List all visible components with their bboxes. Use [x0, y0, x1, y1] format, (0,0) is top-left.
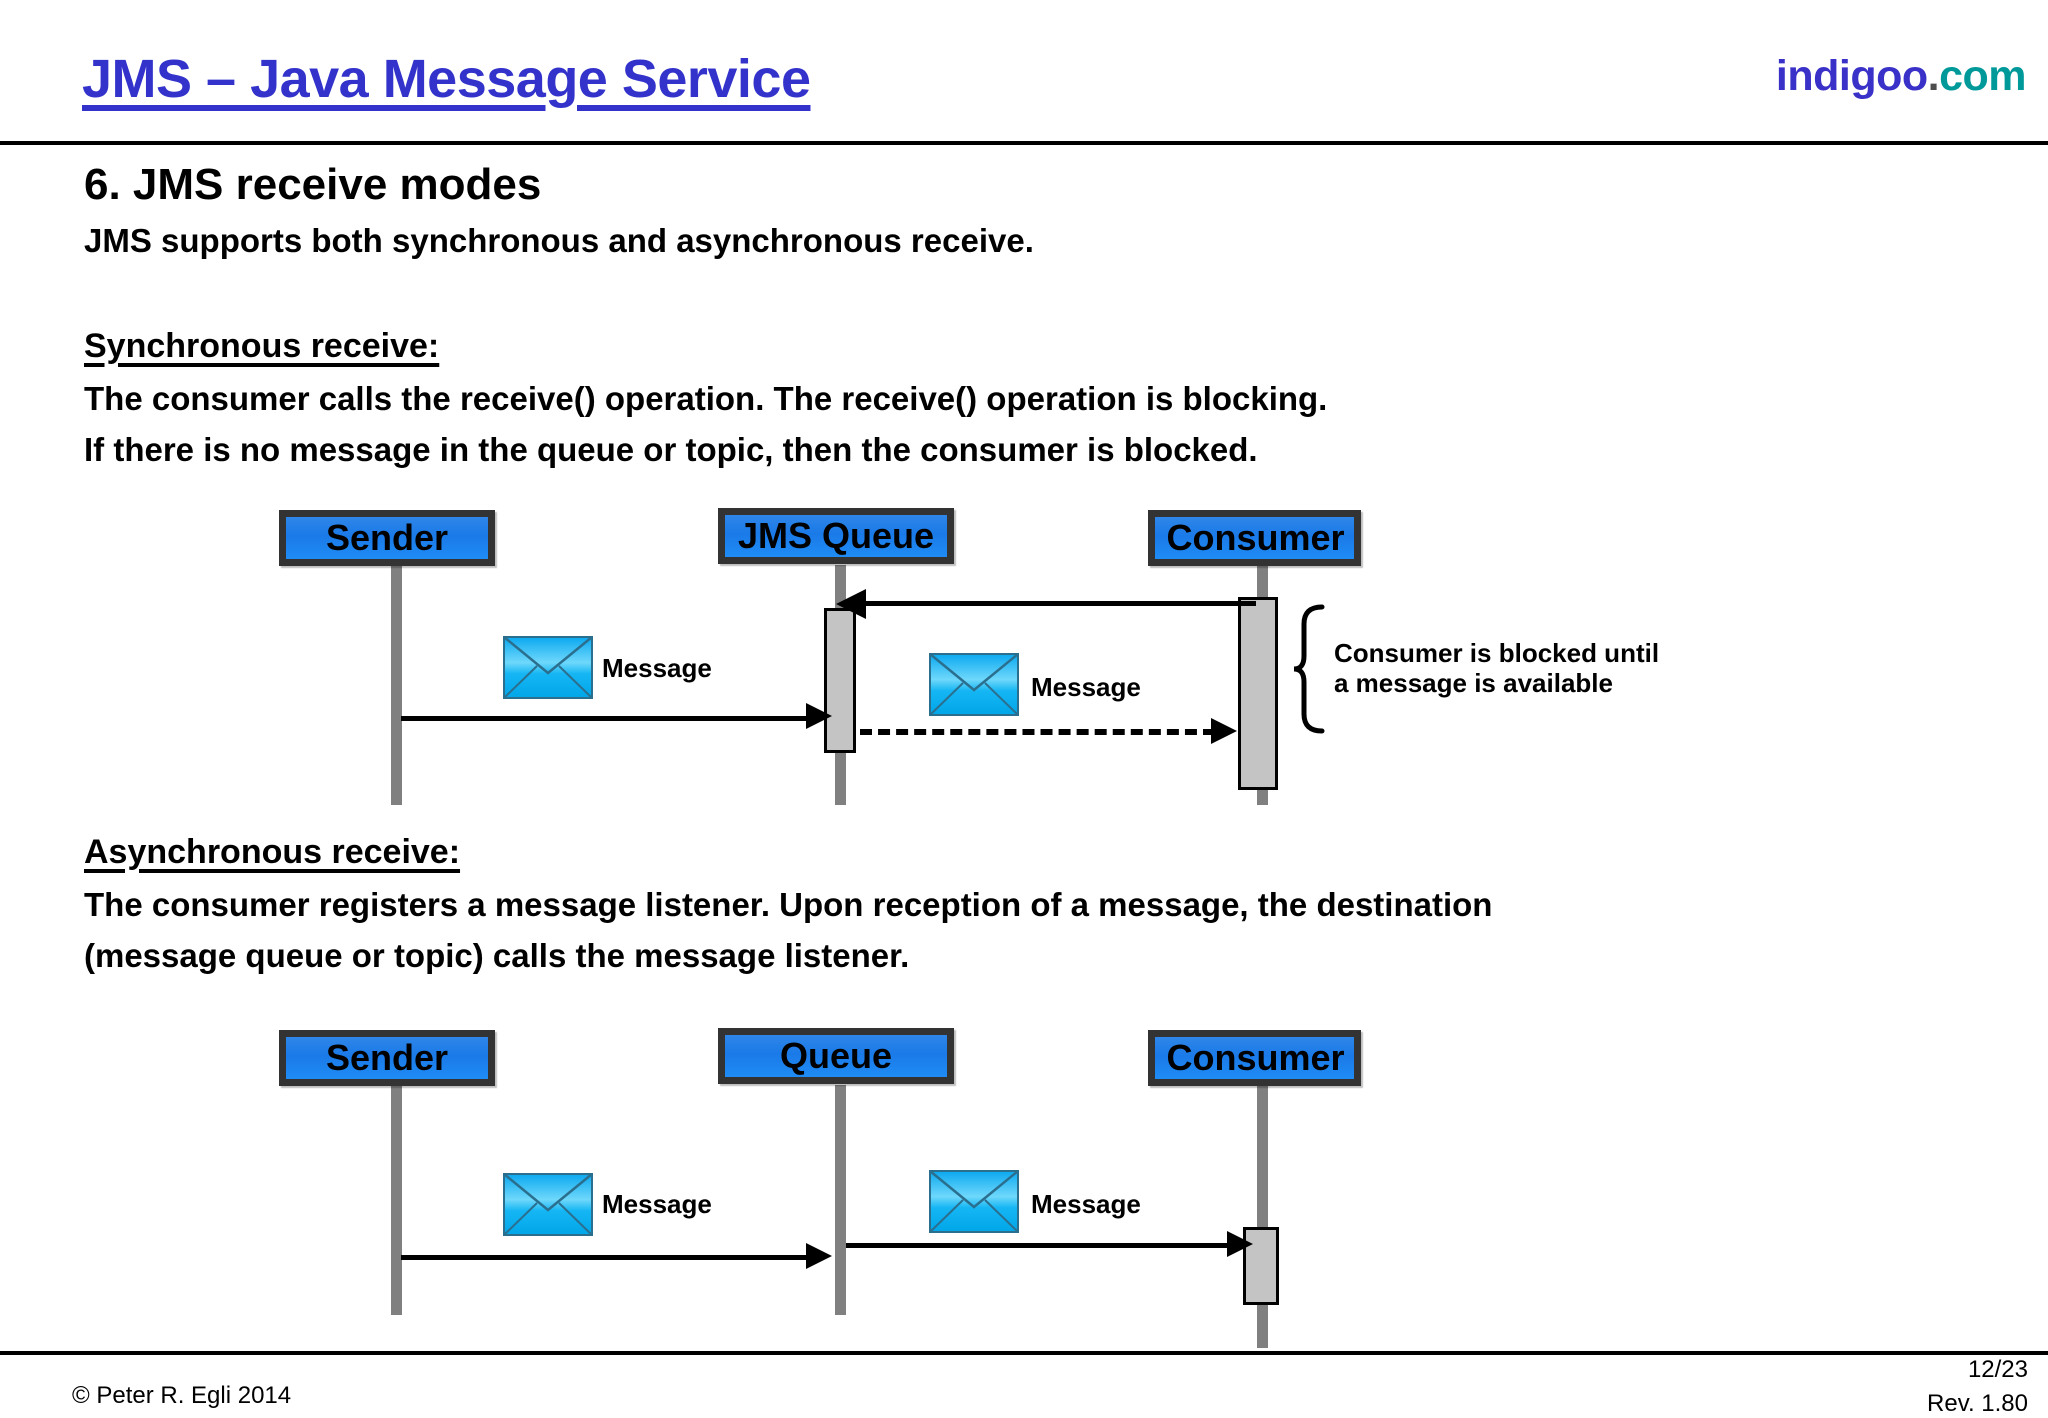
footer-page-number: 12/23: [1967, 1356, 2028, 1383]
footer-divider: [0, 1351, 2048, 1355]
sync-arrow-deliver: [860, 729, 1215, 735]
async-arrow-send-head: [806, 1243, 832, 1269]
async-arrow-listener-callback-head: [1227, 1231, 1253, 1257]
sync-activation-consumer: [1238, 597, 1278, 790]
logo-primary-text: indigoo: [1775, 52, 1928, 100]
async-message-label-1: Message: [602, 1189, 712, 1219]
sync-envelope-2: [929, 653, 1019, 721]
async-line-1: The consumer registers a message listene…: [84, 886, 1493, 923]
header-divider: [0, 141, 2048, 145]
sync-blocked-brace: [1292, 604, 1328, 739]
sync-node-sender-label: Sender: [325, 517, 449, 558]
async-message-label-2: Message: [1031, 1189, 1141, 1219]
logo-suffix-text: com: [1939, 52, 2026, 100]
sync-line-1: The consumer calls the receive() operati…: [84, 380, 1328, 417]
sync-blocked-note: Consumer is blocked until a message is a…: [1334, 638, 1660, 699]
async-arrow-send: [401, 1255, 811, 1260]
sync-message-label-1: Message: [602, 653, 712, 683]
footer-copyright: © Peter R. Egli 2014: [72, 1382, 292, 1409]
async-node-consumer-label: Consumer: [1166, 1037, 1345, 1078]
footer-revision: Rev. 1.80: [1927, 1390, 2028, 1417]
async-node-queue: Queue: [718, 1028, 954, 1084]
sync-blocked-note-line2: a message is available: [1334, 667, 1613, 698]
sync-node-jms-queue-label: JMS Queue: [737, 515, 935, 556]
async-line-2: (message queue or topic) calls the messa…: [84, 937, 910, 974]
sync-arrow-deliver-head: [1211, 718, 1237, 744]
async-node-queue-label: Queue: [779, 1035, 893, 1076]
async-envelope-1: [503, 1173, 593, 1241]
sync-node-jms-queue: JMS Queue: [718, 508, 954, 564]
async-subheading: Asynchronous receive:: [84, 833, 461, 871]
brand-logo: indigoo.com: [1775, 52, 2027, 101]
async-arrow-listener-callback: [846, 1243, 1236, 1248]
sync-blocked-note-line1: Consumer is blocked until: [1334, 638, 1660, 668]
async-node-sender-label: Sender: [325, 1037, 449, 1078]
async-lifeline-sender: [391, 1085, 402, 1315]
section-intro: JMS supports both synchronous and asynch…: [84, 222, 1034, 259]
sync-message-label-2: Message: [1031, 672, 1141, 702]
sync-envelope-1: [503, 636, 593, 704]
async-lifeline-queue: [835, 1085, 846, 1315]
sync-arrow-send-head: [806, 703, 832, 729]
sync-arrow-send: [401, 716, 811, 721]
section-heading: 6. JMS receive modes: [84, 160, 542, 209]
logo-dot: .: [1927, 52, 1940, 100]
sync-activation-queue: [824, 608, 856, 753]
sync-arrow-receive-call: [846, 601, 1256, 606]
sync-node-sender: Sender: [279, 510, 495, 566]
sync-arrow-receive-call-head: [836, 589, 866, 619]
sync-node-consumer: Consumer: [1148, 510, 1361, 566]
async-envelope-2: [929, 1170, 1019, 1238]
async-lifeline-consumer: [1257, 1085, 1268, 1348]
page-title: JMS – Java Message Service: [82, 49, 811, 109]
sync-line-2: If there is no message in the queue or t…: [84, 431, 1258, 468]
async-node-sender: Sender: [279, 1030, 495, 1086]
sync-node-consumer-label: Consumer: [1166, 517, 1345, 558]
async-node-consumer: Consumer: [1148, 1030, 1361, 1086]
sync-lifeline-sender: [391, 565, 402, 805]
sync-subheading: Synchronous receive:: [84, 327, 440, 365]
